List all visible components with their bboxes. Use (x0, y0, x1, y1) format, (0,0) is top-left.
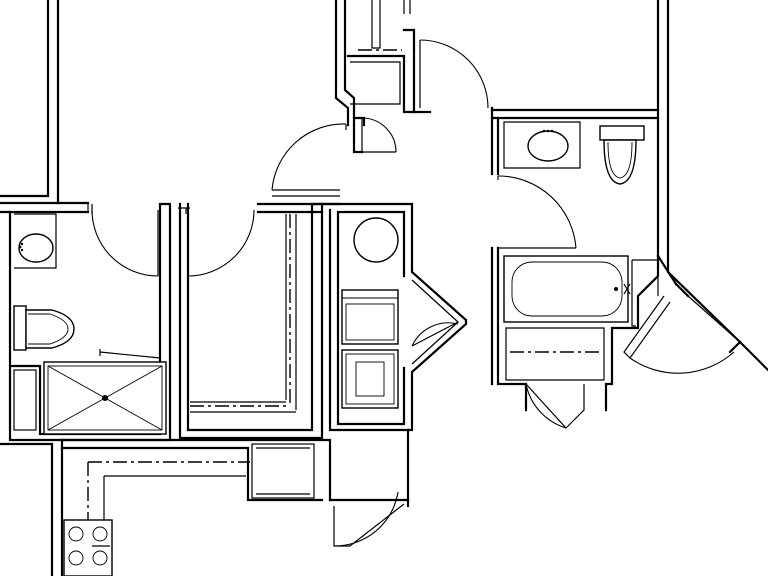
hallway (60, 428, 410, 576)
laundry (320, 202, 468, 432)
walk-in-closet (178, 202, 342, 440)
toilet-left-bath (13, 305, 75, 351)
center-bathroom (490, 116, 660, 429)
washer (341, 289, 399, 345)
stove (63, 519, 113, 576)
sink-center-bath (503, 121, 581, 169)
water-heater (353, 217, 399, 263)
bathtub (503, 255, 631, 323)
dryer (341, 349, 399, 409)
sink-left-bath (14, 213, 57, 269)
hall-door (412, 39, 489, 114)
bedroom-door-left (271, 123, 347, 197)
left-bathroom (0, 201, 172, 576)
toilet-center-bath (599, 125, 645, 185)
right-bedroom-door (623, 282, 741, 374)
shower (43, 349, 167, 435)
top-closet (346, 0, 416, 154)
